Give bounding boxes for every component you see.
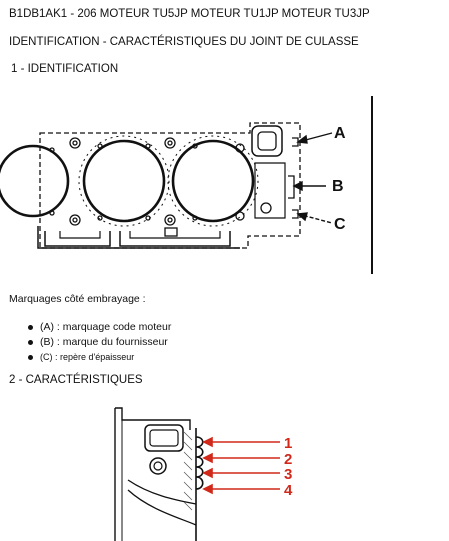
callout-c: C (334, 216, 346, 233)
callout-4: 4 (284, 482, 293, 499)
marking-item-a: (A) : marquage code moteur (24, 320, 171, 335)
callout-a: A (334, 125, 346, 142)
markings-intro: Marquages côté embrayage : (9, 293, 146, 305)
marking-item-b: (B) : marque du fournisseur (24, 335, 171, 350)
gasket-identification-figure: A B C (0, 96, 373, 274)
gasket-thickness-figure: 1 2 3 4 (114, 407, 293, 541)
section-heading-identification: 1 - IDENTIFICATION (11, 63, 119, 75)
callout-3: 3 (284, 466, 292, 483)
callout-2: 2 (284, 451, 292, 468)
document-title: IDENTIFICATION - CARACTÉRISTIQUES DU JOI… (9, 36, 359, 48)
markings-list: (A) : marquage code moteur (B) : marque … (24, 320, 171, 365)
callout-1: 1 (284, 435, 292, 452)
marking-item-c: (C) : repère d'épaisseur (24, 350, 171, 365)
document-reference-line: B1DB1AK1 - 206 MOTEUR TU5JP MOTEUR TU1JP… (9, 8, 370, 20)
callout-b: B (332, 178, 344, 195)
section-heading-caracteristiques: 2 - CARACTÉRISTIQUES (9, 374, 143, 386)
